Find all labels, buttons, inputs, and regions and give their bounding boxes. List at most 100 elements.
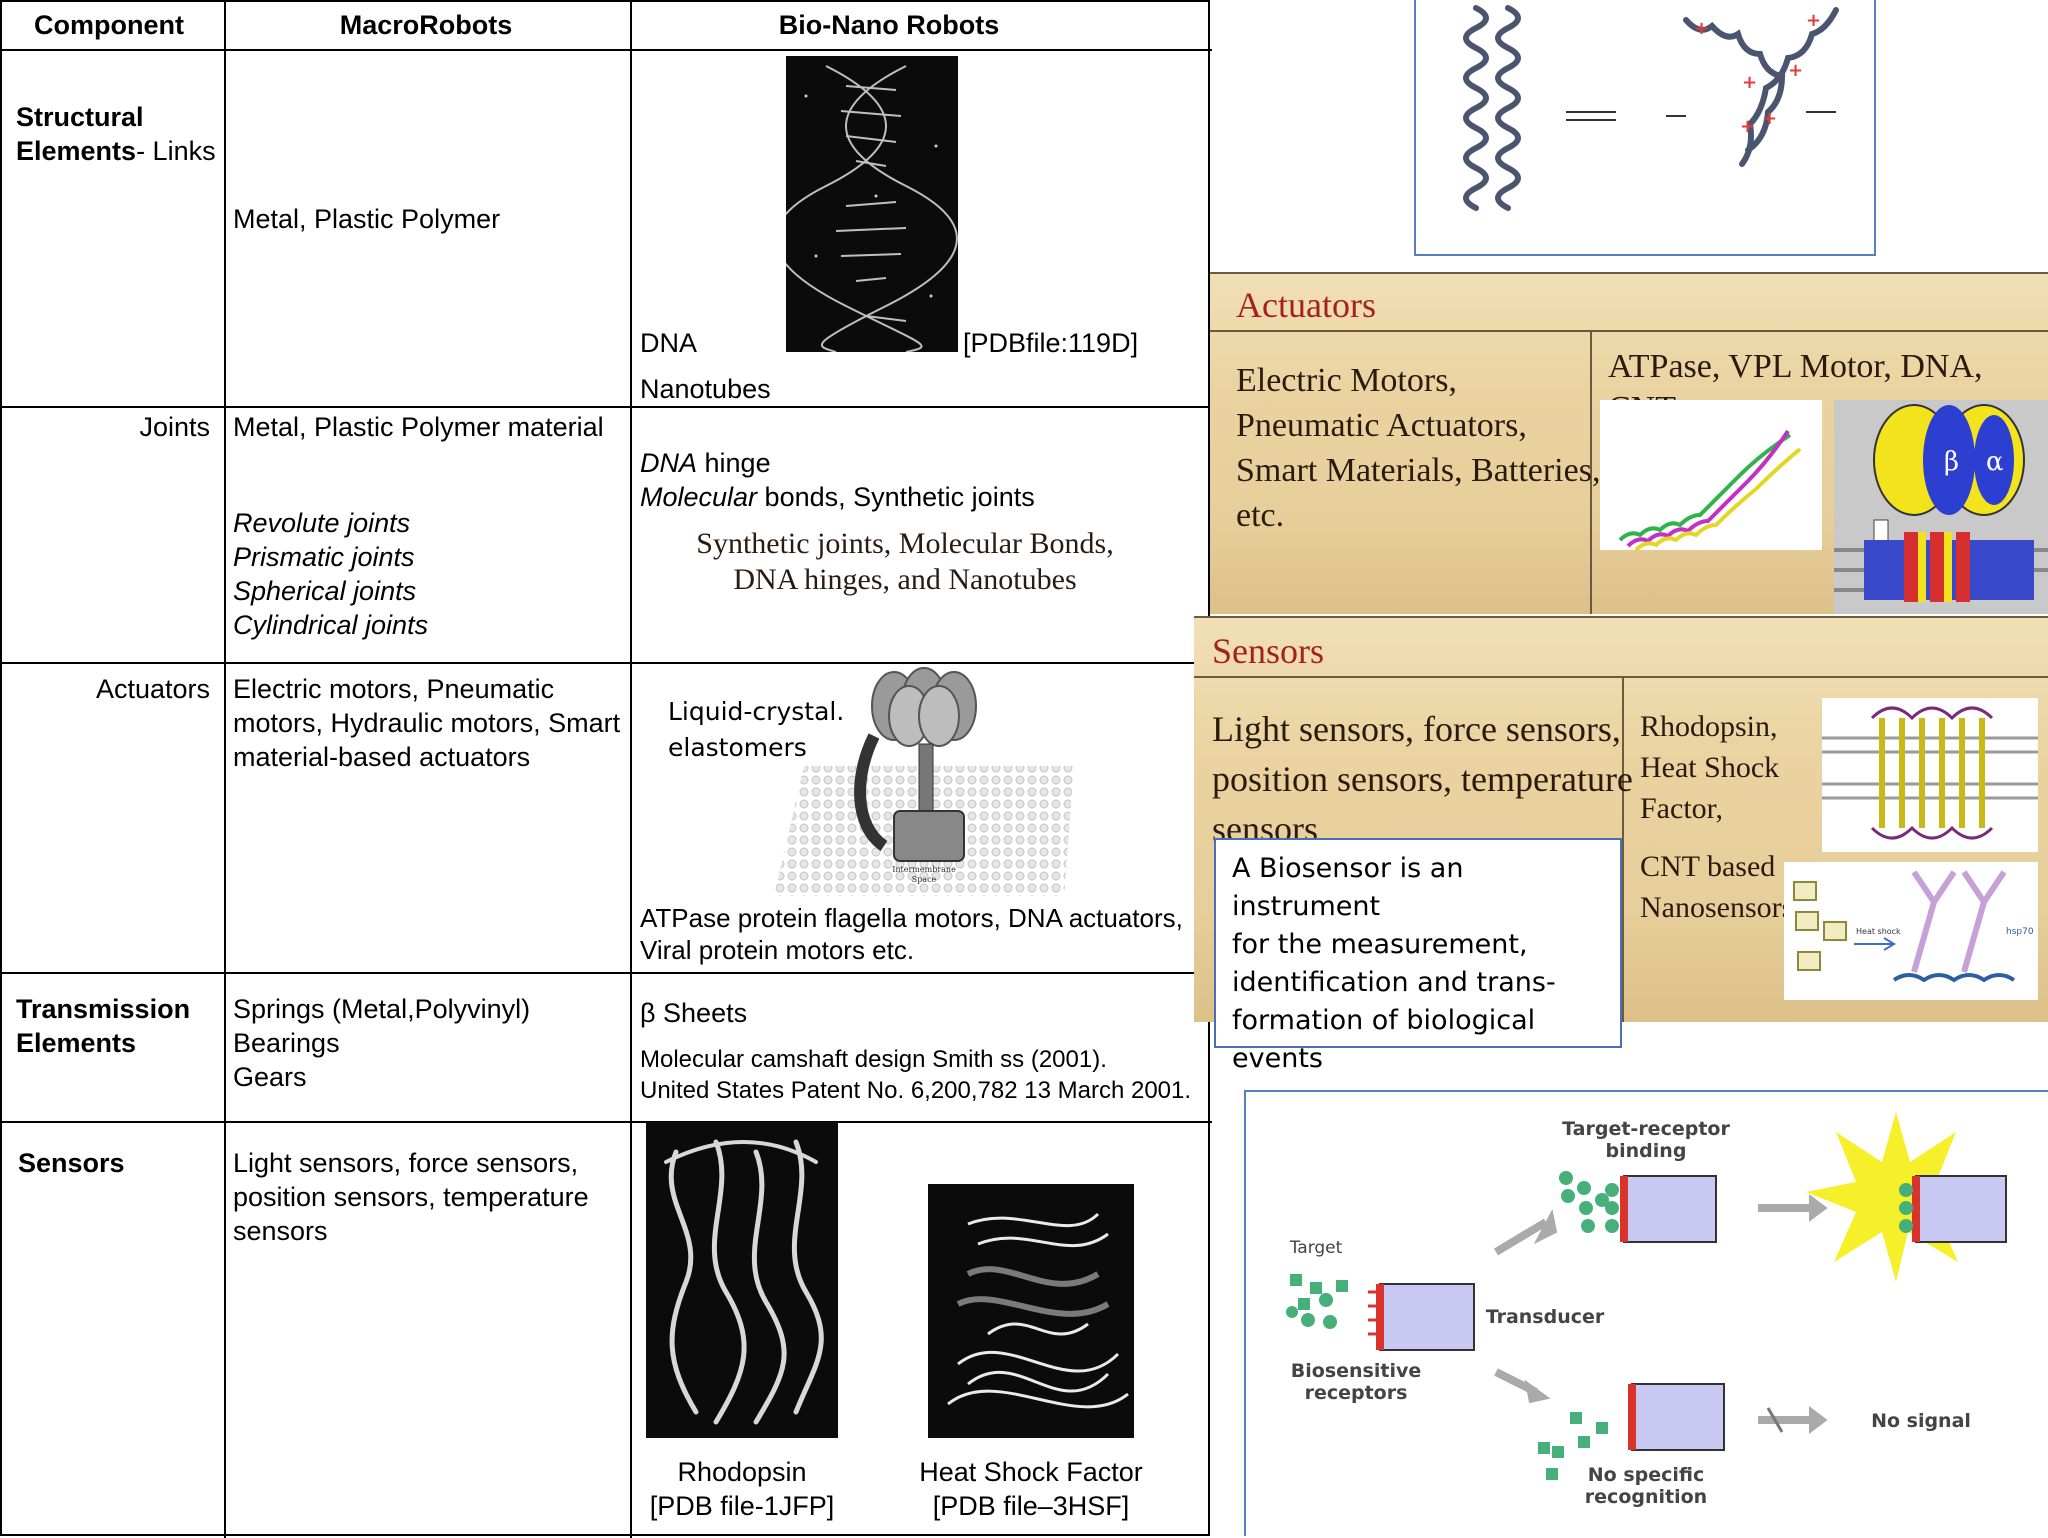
- biosensor-line-1: for the measurement,: [1232, 929, 1528, 960]
- cnt-nanosensor-image: Heat shock hsp70: [1784, 862, 2038, 1000]
- joints-macro-list-2: Spherical joints: [233, 576, 417, 606]
- header-bio-nano-robots: Bio-Nano Robots: [778, 10, 1000, 40]
- sensors-bio-img2-pdb: [PDB file–3HSF]: [932, 1491, 1130, 1521]
- atpase-motor-image: Intermembrane Space: [774, 666, 1074, 898]
- structural-bio-pdb: [PDBfile:119D]: [963, 328, 1139, 358]
- svg-text:+: +: [1762, 108, 1777, 129]
- helix-transition-image: +++ +++: [1414, 0, 1876, 256]
- joints-bio-overlay-0: Synthetic joints, Molecular Bonds,: [696, 527, 1114, 560]
- actuators-panel-left-0: Electric Motors,: [1236, 362, 1457, 399]
- sensors-panel-right1-2: Factor,: [1640, 792, 1723, 825]
- transmission-macro-0: Springs (Metal,Polyvinyl): [233, 994, 531, 1024]
- sensors-panel-title: Sensors: [1212, 631, 1325, 671]
- atpase-figure-label-1: Space: [912, 875, 937, 884]
- svg-text:+: +: [1742, 72, 1757, 93]
- joints-bio-line1: DNA hinge: [640, 446, 771, 480]
- actuators-macro: Electric motors, Pneumatic motors, Hydra…: [233, 674, 621, 772]
- diagram-no-specific-0: No specific: [1587, 1464, 1705, 1486]
- joints-bio-overlay-1: DNA hinges, and Nanotubes: [733, 563, 1077, 596]
- row-label-joints: Joints: [139, 412, 210, 442]
- header-macrorobots: MacroRobots: [339, 10, 513, 40]
- transmission-bio-text-1: United States Patent No. 6,200,782 13 Ma…: [640, 1077, 1192, 1104]
- diagram-transducer-label: Transducer: [1485, 1306, 1605, 1328]
- table-rule: [2, 49, 1212, 51]
- row-label-sensors: Sensors: [18, 1148, 125, 1178]
- sensors-bio-img1-pdb: [PDB file-1JFP]: [649, 1491, 835, 1521]
- structural-label-rest: - Links: [136, 136, 216, 166]
- row-label-transmission: Transmission Elements: [16, 994, 191, 1058]
- table-rule: [630, 2, 632, 1538]
- joints-macro-list-0: Revolute joints: [233, 508, 411, 538]
- joints-macro-list-1: Prismatic joints: [233, 542, 415, 572]
- diagram-no-specific-1: recognition: [1584, 1486, 1708, 1508]
- sensors-panel-right1-1: Heat Shock: [1640, 751, 1780, 784]
- atpase-figure-label-0: Intermembrane: [892, 865, 956, 874]
- hsp70-label: hsp70: [2006, 927, 2034, 937]
- actuators-panel-left-1: Pneumatic Actuators,: [1236, 407, 1527, 444]
- sensors-panel-left-0: Light sensors, force sensors,: [1212, 709, 1621, 749]
- heat-shock-factor-image: [928, 1184, 1134, 1438]
- panel-rule: [1590, 332, 1592, 614]
- transmission-bio-title: β Sheets: [640, 998, 748, 1028]
- joints-bio-molecular: Molecular: [640, 482, 758, 512]
- sensors-panel-right2-0: CNT based: [1640, 850, 1776, 883]
- table-rule: [2, 1121, 1212, 1123]
- biosensor-diagram: Target Biosensitive receptors Transducer…: [1244, 1090, 2048, 1536]
- row-label-structural: Structural Elements- Links: [16, 100, 222, 168]
- table-rule: [2, 662, 1212, 664]
- structural-bio-nanotubes: Nanotubes: [640, 374, 771, 404]
- svg-text:+: +: [1788, 60, 1803, 81]
- table-rule: [2, 406, 1212, 408]
- sensors-macro: Light sensors, force sensors, position s…: [233, 1148, 589, 1246]
- biosensor-line-0: A Biosensor is an instrument: [1232, 853, 1464, 922]
- sensors-bio-img1-name: Rhodopsin: [677, 1457, 807, 1487]
- actuators-panel-title: Actuators: [1236, 285, 1376, 325]
- transmission-macro-2: Gears: [233, 1062, 307, 1092]
- joints-bio-bonds: bonds, Synthetic joints: [757, 482, 1035, 512]
- row-label-actuators: Actuators: [95, 674, 210, 704]
- biosensor-definition-box: A Biosensor is an instrument for the mea…: [1214, 838, 1622, 1074]
- diagram-biosensitive-0: Biosensitive: [1290, 1360, 1422, 1382]
- atp-synthase-image: β α: [1834, 400, 2048, 614]
- sensors-bio-img2-name: Heat Shock Factor: [919, 1457, 1143, 1487]
- atp-greek-alpha: α: [1986, 447, 2004, 477]
- rhodopsin-image: [646, 1122, 838, 1438]
- diagram-binding-1: binding: [1605, 1140, 1687, 1162]
- biosensor-line-4: events: [1232, 1043, 1323, 1074]
- dna-helix-image: [786, 56, 958, 352]
- biosensor-line-2: identification and trans-: [1232, 967, 1556, 998]
- actuators-bio-lce-1: elastomers: [668, 733, 807, 762]
- diagram-no-signal: No signal: [1871, 1410, 1971, 1432]
- diagram-target-label: Target: [1289, 1238, 1343, 1258]
- table-rule: [224, 2, 226, 1538]
- diagram-biosensitive-1: receptors: [1304, 1382, 1408, 1404]
- joints-bio-dna: DNA: [640, 448, 698, 478]
- target-molecules: [1286, 1274, 1348, 1329]
- joints-bio-line2: Molecular bonds, Synthetic joints: [640, 480, 1035, 514]
- structural-label-bold: Structural Elements: [16, 102, 144, 166]
- svg-text:+: +: [1694, 18, 1709, 39]
- joints-macro-line: Metal, Plastic Polymer material: [233, 412, 604, 442]
- sensors-panel-left-1: position sensors, temperature: [1212, 759, 1633, 799]
- table-rule: [2, 972, 1212, 974]
- actuators-panel: Actuators Electric Motors, Pneumatic Act…: [1210, 272, 2048, 614]
- panel-rule: [1622, 678, 1624, 1022]
- actuators-bio-lce-0: Liquid-crystal.: [668, 697, 845, 726]
- rhodopsin-membrane-image: [1822, 698, 2038, 852]
- biosensor-line-3: formation of biological: [1232, 1005, 1536, 1036]
- diagram-binding-0: Target-receptor: [1562, 1118, 1730, 1140]
- svg-text:+: +: [1806, 10, 1821, 31]
- transmission-macro-1: Bearings: [233, 1028, 340, 1058]
- panel-rule: [1194, 676, 2048, 678]
- structural-macro: Metal, Plastic Polymer: [233, 204, 501, 234]
- sensors-panel-right2-1: Nanosensors: [1640, 891, 1794, 924]
- atp-greek-beta: β: [1944, 447, 1959, 477]
- joints-macro-list-3: Cylindrical joints: [233, 610, 429, 640]
- actuators-bio-caption: ATPase protein flagella motors, DNA actu…: [640, 903, 1183, 965]
- vpl-motor-image: [1600, 400, 1822, 550]
- heat-shock-label: Heat shock: [1856, 927, 1901, 936]
- structural-bio-dna: DNA: [640, 328, 698, 358]
- sensors-panel-right1-0: Rhodopsin,: [1640, 710, 1778, 743]
- header-component: Component: [34, 10, 184, 40]
- actuators-panel-left-3: etc.: [1236, 497, 1285, 534]
